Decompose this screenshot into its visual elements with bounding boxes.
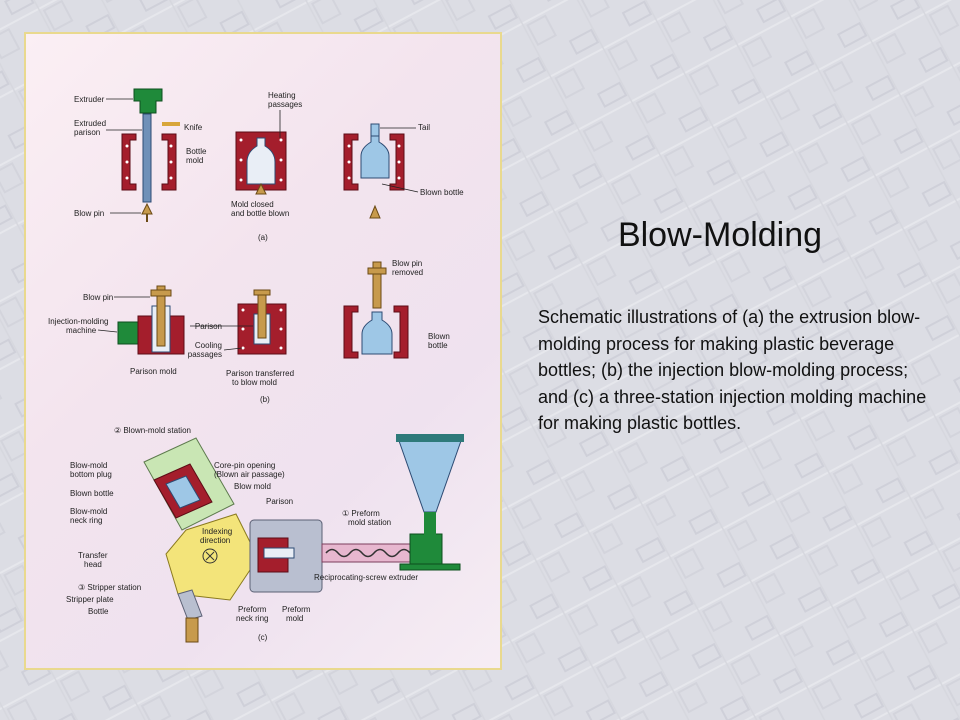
panel-a-label: (a) (258, 233, 268, 242)
label-tail: Tail (418, 123, 430, 132)
label-stripper-plate: Stripper plate (66, 595, 114, 604)
panel-b-label: (b) (260, 395, 270, 404)
extruded-parison (142, 113, 152, 203)
svg-text:head: head (84, 560, 102, 569)
stripped-bottle (185, 617, 199, 643)
label-parison-c: Parison (266, 497, 293, 506)
label-cooling-passages: Cooling (195, 341, 222, 350)
bottle-mold-left (121, 133, 137, 191)
label-extruded-parison: Extruded (74, 119, 106, 128)
label-stripper-station: ③ Stripper station (78, 583, 141, 592)
svg-text:bottle: bottle (428, 341, 448, 350)
label-blown-bottle-b: Blown (428, 332, 450, 341)
label-screw-extruder: Reciprocating-screw extruder (314, 573, 418, 582)
reciprocating-screw-extruder (321, 543, 411, 563)
svg-text:neck ring: neck ring (236, 614, 268, 623)
blown-bottle-in-mold (246, 137, 276, 185)
label-injection-machine: Injection-molding (48, 317, 108, 326)
label-bottom-plug: Blow-mold (70, 461, 107, 470)
label-bottle-c: Bottle (88, 607, 109, 616)
figure-panel: Extruder Extruded parison Knife Bottle m… (24, 32, 502, 670)
label-preform-mold: Preform (282, 605, 311, 614)
label-neck-ring: Blow-mold (70, 507, 107, 516)
label-preform-station: ① Preform (342, 509, 380, 518)
svg-text:neck ring: neck ring (70, 516, 102, 525)
blow-pin (141, 202, 153, 215)
label-blown-bottle-c: Blown bottle (70, 489, 114, 498)
label-blow-pin-b: Blow pin (83, 293, 113, 302)
label-blow-mold: Blow mold (234, 482, 271, 491)
panel-c-label: (c) (258, 633, 268, 642)
label-parison-transferred: Parison transferred (226, 369, 294, 378)
injection-molding-machine (117, 321, 139, 345)
indexing-head (165, 513, 259, 601)
label-blow-pin-removed: Blow pin (392, 259, 422, 268)
label-extruder: Extruder (74, 95, 105, 104)
label-blown-mold-station: ② Blown-mold station (114, 426, 191, 435)
slide-caption: Schematic illustrations of (a) the extru… (538, 307, 927, 433)
tail (370, 123, 380, 137)
svg-text:bottom plug: bottom plug (70, 470, 112, 479)
svg-text:parison: parison (74, 128, 100, 137)
blown-bottle (360, 135, 390, 179)
knife (162, 122, 180, 126)
label-preform-neck-ring: Preform (238, 605, 267, 614)
extruder (133, 88, 163, 114)
svg-text:passages: passages (188, 350, 222, 359)
label-parison-mold: Parison mold (130, 367, 177, 376)
label-transfer-head: Transfer (78, 551, 108, 560)
svg-text:machine: machine (66, 326, 97, 335)
slide-title: Blow-Molding (617, 216, 823, 254)
label-core-pin: Core-pin opening (214, 461, 275, 470)
blow-molding-schematic: Extruder Extruded parison Knife Bottle m… (48, 88, 464, 643)
bottle-mold-right (161, 133, 177, 191)
svg-text:(Blown air passage): (Blown air passage) (214, 470, 285, 479)
label-blow-pin: Blow pin (74, 209, 104, 218)
label-knife: Knife (184, 123, 203, 132)
blown-bottle-b (361, 311, 393, 355)
label-mold-closed: Mold closed (231, 200, 274, 209)
panel-b: Blow pin Injection-molding machine Paris… (48, 259, 450, 404)
label-blown-bottle-a: Blown bottle (420, 188, 464, 197)
svg-text:mold station: mold station (348, 518, 391, 527)
svg-text:mold: mold (286, 614, 303, 623)
blow-pin-b (156, 285, 166, 347)
hopper (397, 437, 463, 513)
svg-text:passages: passages (268, 100, 302, 109)
label-bottle-mold: Bottle (186, 147, 207, 156)
svg-text:direction: direction (200, 536, 230, 545)
svg-text:to blow mold: to blow mold (232, 378, 277, 387)
label-indexing: Indexing (202, 527, 232, 536)
label-heating-passages: Heating (268, 91, 296, 100)
svg-text:mold: mold (186, 156, 203, 165)
svg-text:removed: removed (392, 268, 423, 277)
panel-c: ② Blown-mold station Core-pin opening (B… (66, 426, 464, 643)
svg-text:and bottle blown: and bottle blown (231, 209, 289, 218)
panel-a: Extruder Extruded parison Knife Bottle m… (74, 88, 464, 242)
label-parison-b: Parison (195, 322, 222, 331)
